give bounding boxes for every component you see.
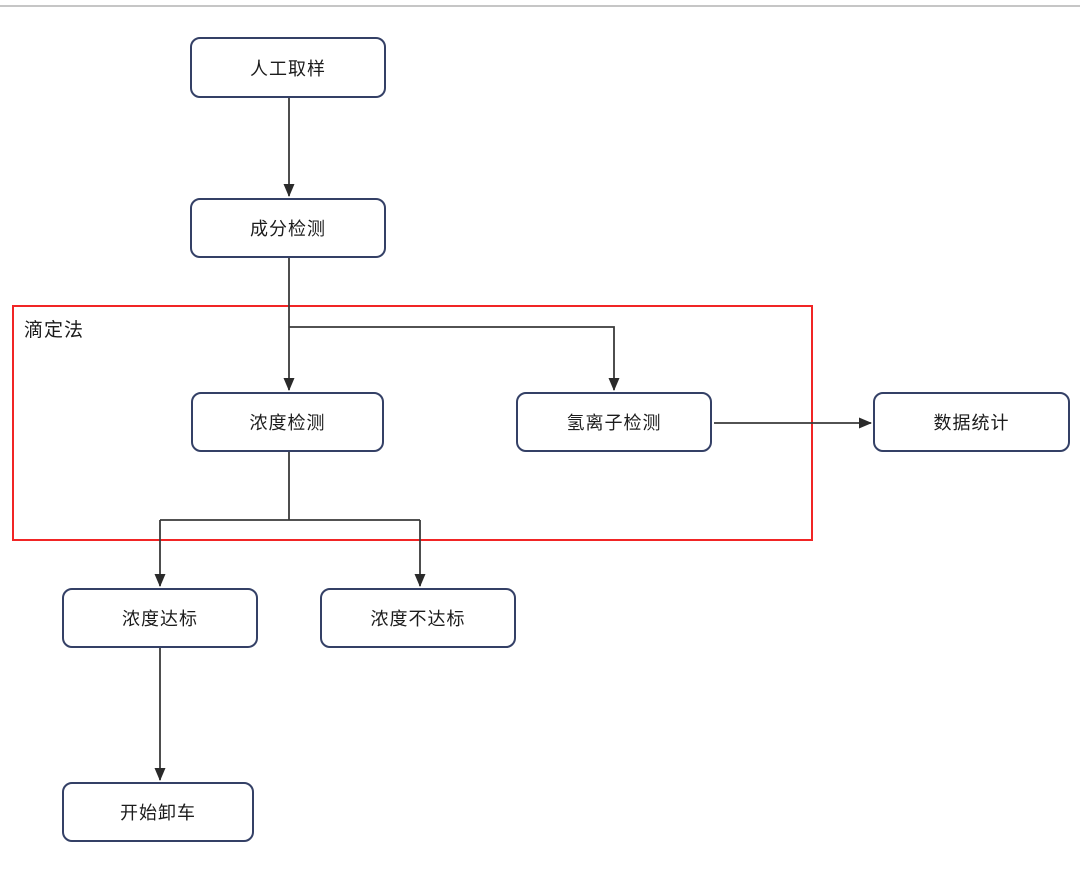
node-data-statistics[interactable]: 数据统计 <box>873 392 1070 452</box>
node-concentration-fail[interactable]: 浓度不达标 <box>320 588 516 648</box>
node-label: 人工取样 <box>250 58 326 79</box>
node-hydrogen-ion-test[interactable]: 氢离子检测 <box>516 392 712 452</box>
node-start-unloading[interactable]: 开始卸车 <box>62 782 254 842</box>
page-top-border <box>0 5 1080 7</box>
node-label: 开始卸车 <box>120 803 196 823</box>
group-label-titration: 滴定法 <box>24 320 85 341</box>
node-label: 氢离子检测 <box>566 413 662 433</box>
node-label: 数据统计 <box>933 413 1010 433</box>
node-label: 浓度达标 <box>122 609 198 629</box>
node-concentration-pass[interactable]: 浓度达标 <box>62 588 258 648</box>
node-manual-sampling[interactable]: 人工取样 <box>190 37 386 98</box>
node-label: 浓度不达标 <box>370 609 466 629</box>
node-label: 浓度检测 <box>249 413 326 433</box>
node-label: 成分检测 <box>250 219 326 239</box>
node-composition-test[interactable]: 成分检测 <box>190 198 386 258</box>
node-concentration-test[interactable]: 浓度检测 <box>191 392 384 452</box>
